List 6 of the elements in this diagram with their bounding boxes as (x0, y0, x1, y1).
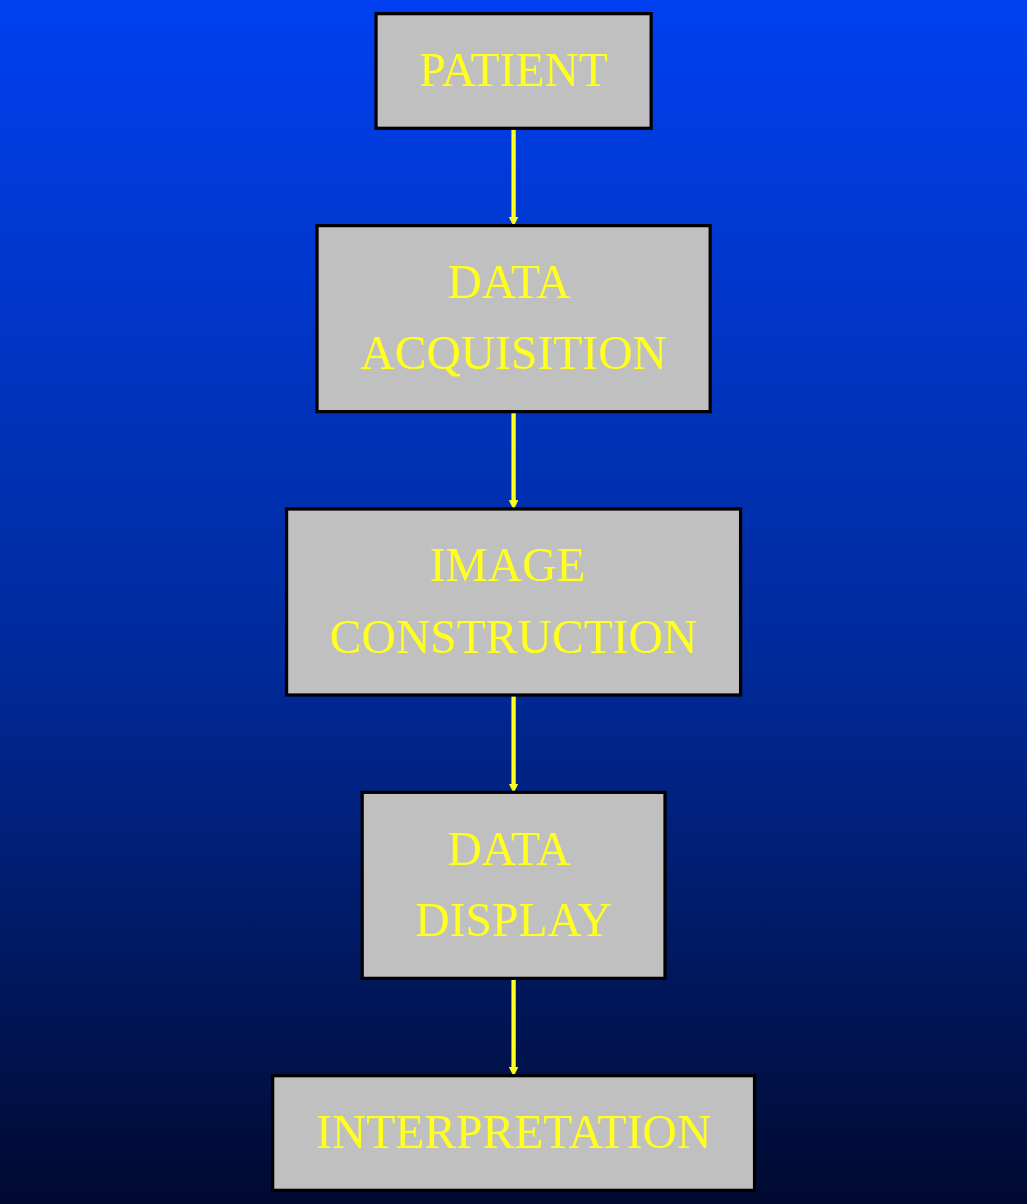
node-box: DATA ACQUISITION (315, 224, 712, 414)
node-box: DATA DISPLAY (360, 790, 667, 980)
node-box: INTERPRETATION (270, 1074, 757, 1192)
arrow (508, 695, 519, 793)
node-box: IMAGE CONSTRUCTION (284, 507, 743, 697)
node-box: PATIENT (374, 12, 653, 130)
